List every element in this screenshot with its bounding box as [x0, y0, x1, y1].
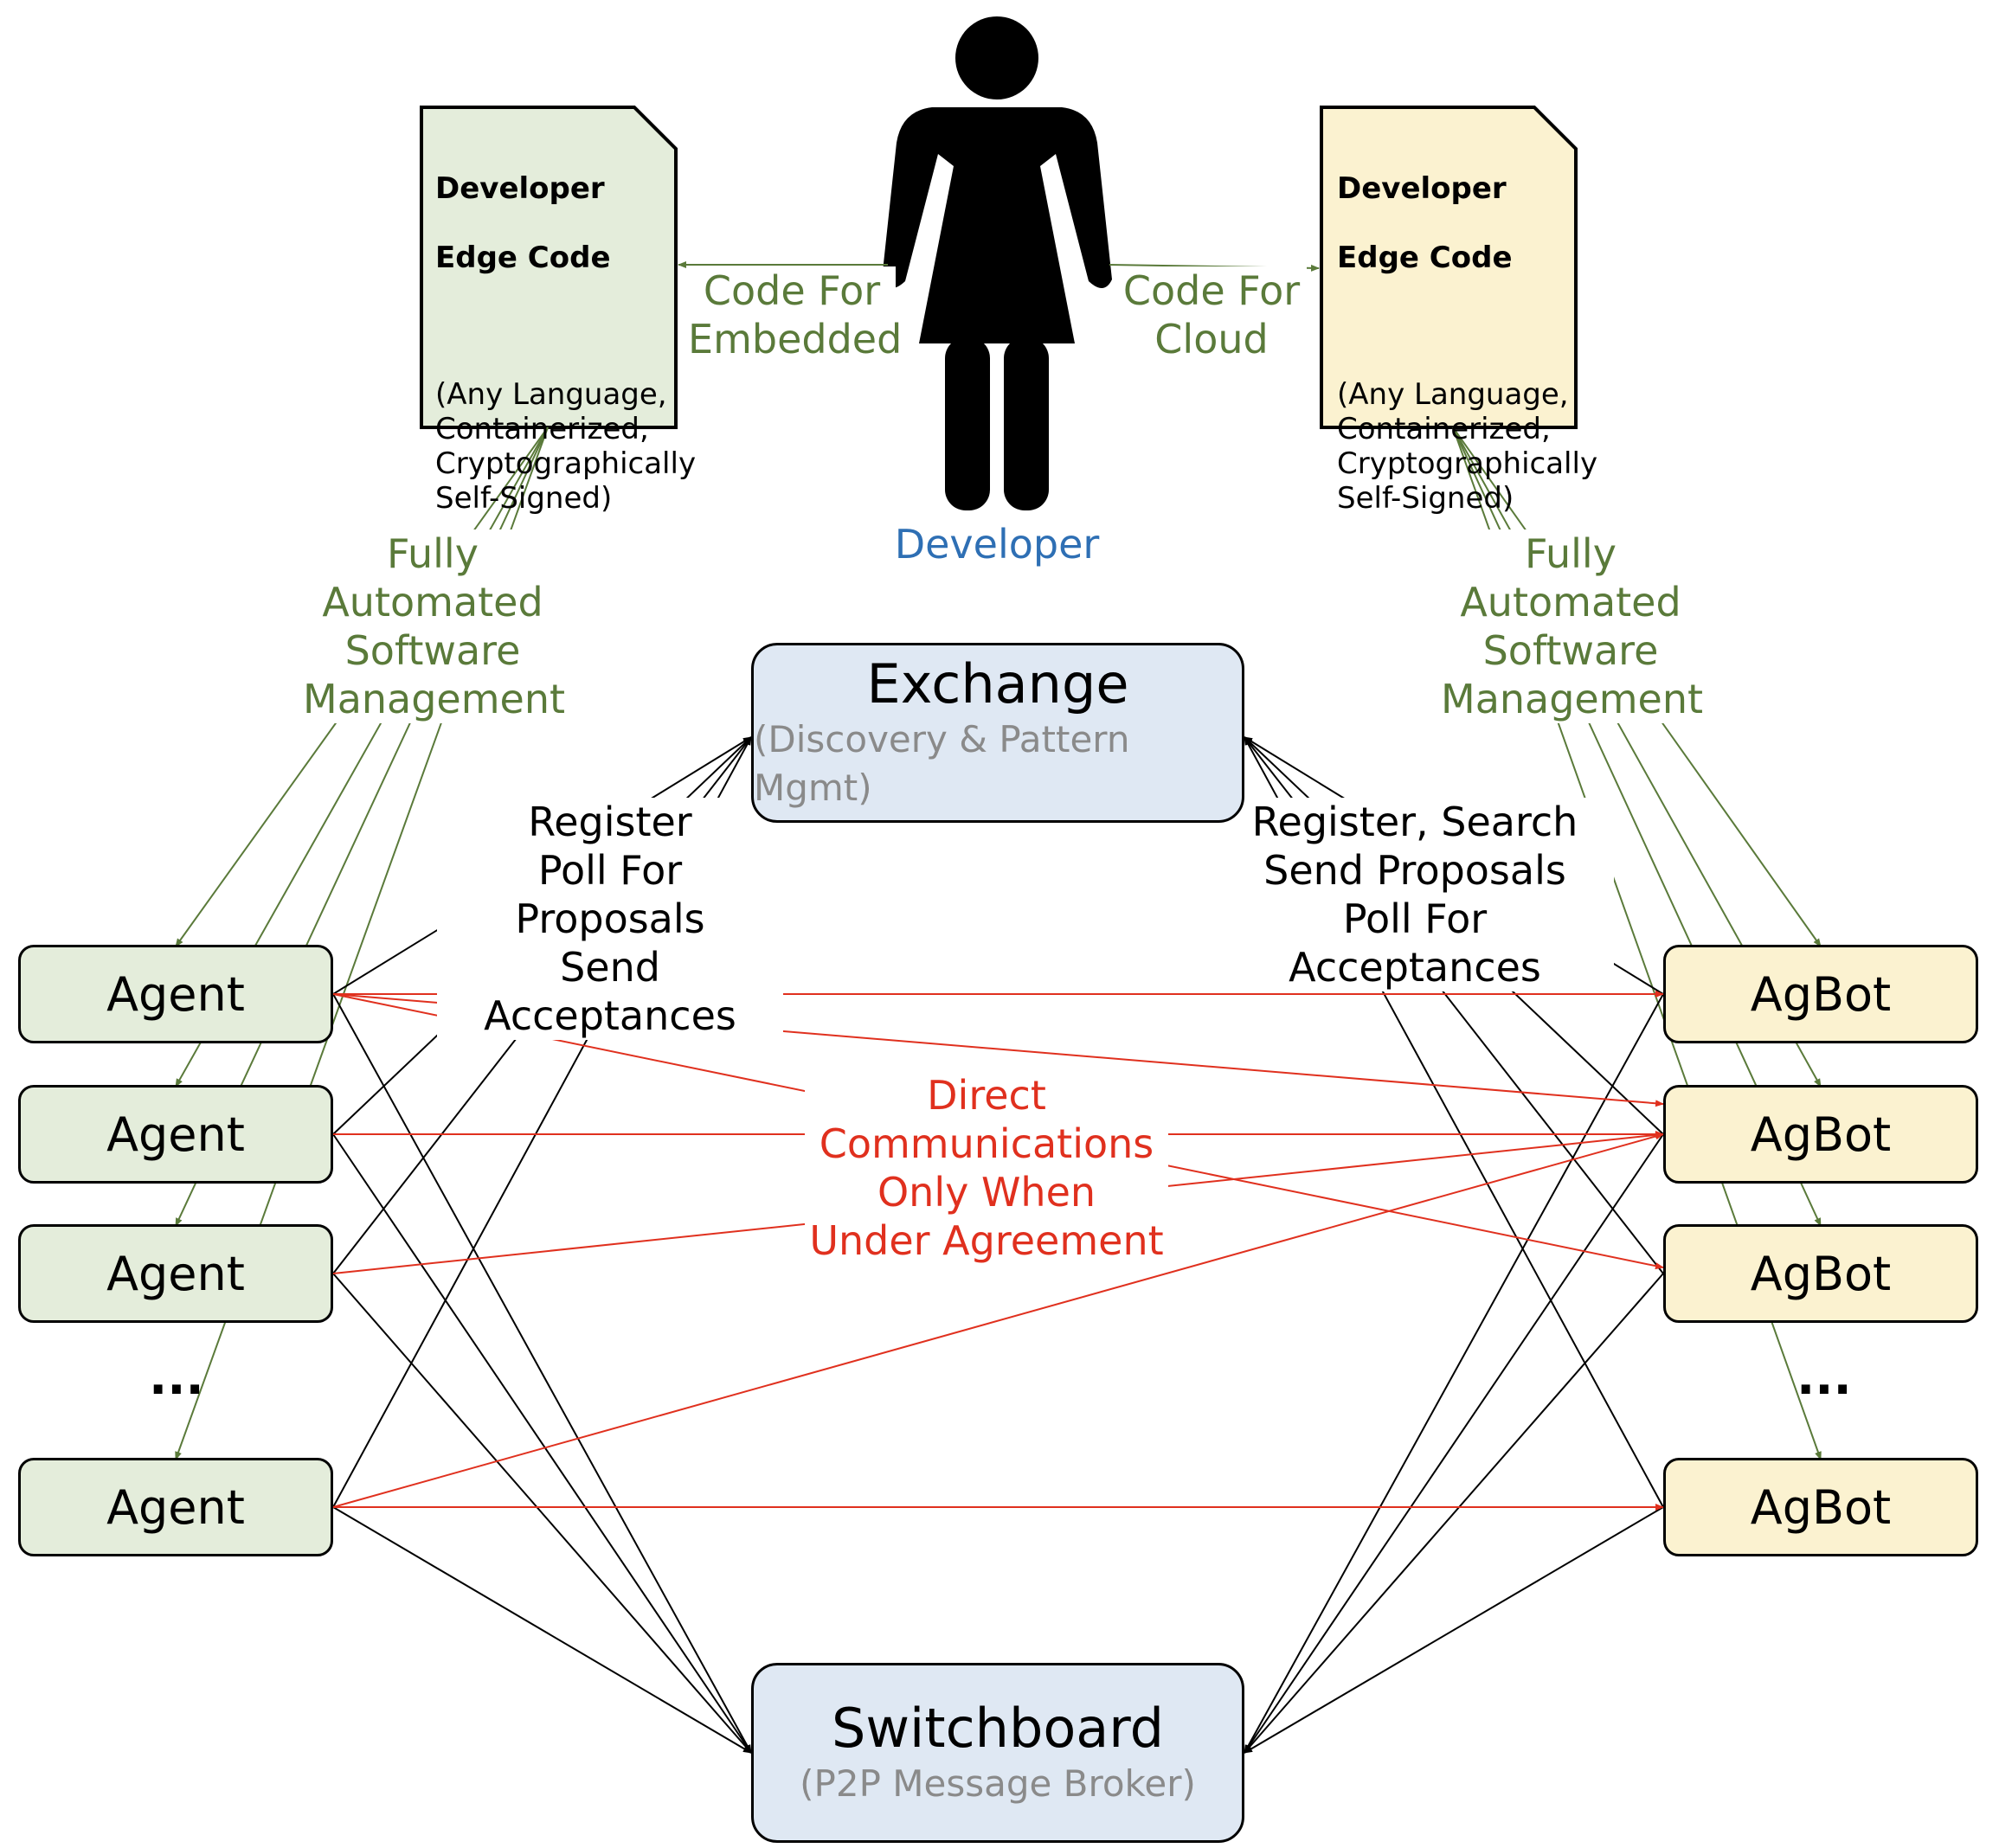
right-doc-title-1: Developer: [1337, 171, 1507, 206]
right-doc-title-2: Edge Code: [1337, 241, 1513, 275]
protocol-arrow: [1244, 1133, 1664, 1754]
agbot-box: AgBot: [1663, 1224, 1978, 1323]
protocol-arrow: [332, 1133, 752, 1754]
exchange-box: Exchange (Discovery & Pattern Mgmt): [751, 643, 1244, 823]
left-code-document-icon: [420, 106, 678, 429]
direct-communications-label: Direct Communications Only When Under Ag…: [805, 1071, 1168, 1265]
switchboard-box: Switchboard (P2P Message Broker): [751, 1663, 1244, 1843]
fully-automated-right-label: Fully Automated Software Management: [1441, 529, 1704, 723]
left-doc-body: (Any Language, Containerized, Cryptograp…: [435, 377, 697, 516]
protocol-arrow: [1244, 1273, 1664, 1754]
agbot-box: AgBot: [1663, 1458, 1978, 1556]
developer-person-icon: [882, 16, 1112, 510]
switchboard-subtitle: (P2P Message Broker): [800, 1762, 1196, 1805]
left-doc-title-2: Edge Code: [435, 241, 611, 275]
switchboard-title: Switchboard: [831, 1697, 1165, 1760]
agbot-box: AgBot: [1663, 1085, 1978, 1184]
agbot-ellipsis: ...: [1797, 1350, 1852, 1406]
exchange-title: Exchange: [866, 652, 1129, 715]
agent-box: Agent: [18, 1224, 333, 1323]
fully-automated-left-label: Fully Automated Software Management: [303, 529, 566, 723]
right-doc-body: (Any Language, Containerized, Cryptograp…: [1337, 377, 1598, 516]
protocol-arrow: [1244, 993, 1664, 1754]
agent-box: Agent: [18, 945, 333, 1043]
protocol-arrow: [332, 1506, 752, 1754]
agent-ellipsis: ...: [149, 1350, 204, 1406]
agent-box: Agent: [18, 1085, 333, 1184]
left-doc-title-1: Developer: [435, 171, 605, 206]
exchange-subtitle: (Discovery & Pattern Mgmt): [754, 718, 1130, 809]
right-code-document-icon: [1320, 106, 1578, 429]
protocol-arrow: [325, 1133, 1664, 1513]
agent-box: Agent: [18, 1458, 333, 1556]
developer-label: Developer: [894, 521, 1100, 568]
agbot-exchange-label: Register, Search Send Proposals Poll For…: [1216, 798, 1614, 991]
left-code-document: Developer Edge Code (Any Language, Conta…: [435, 137, 696, 550]
protocol-arrow: [1244, 1506, 1664, 1754]
protocol-arrow: [332, 1273, 752, 1754]
code-for-embedded-label: Code For Embedded: [688, 266, 903, 363]
agent-exchange-label: Register Poll For Proposals Send Accepta…: [437, 798, 783, 1040]
agbot-box: AgBot: [1663, 945, 1978, 1043]
code-for-cloud-label: Code For Cloud: [1116, 266, 1307, 363]
right-code-document: Developer Edge Code (Any Language, Conta…: [1337, 137, 1597, 550]
protocol-arrow: [332, 993, 752, 1754]
